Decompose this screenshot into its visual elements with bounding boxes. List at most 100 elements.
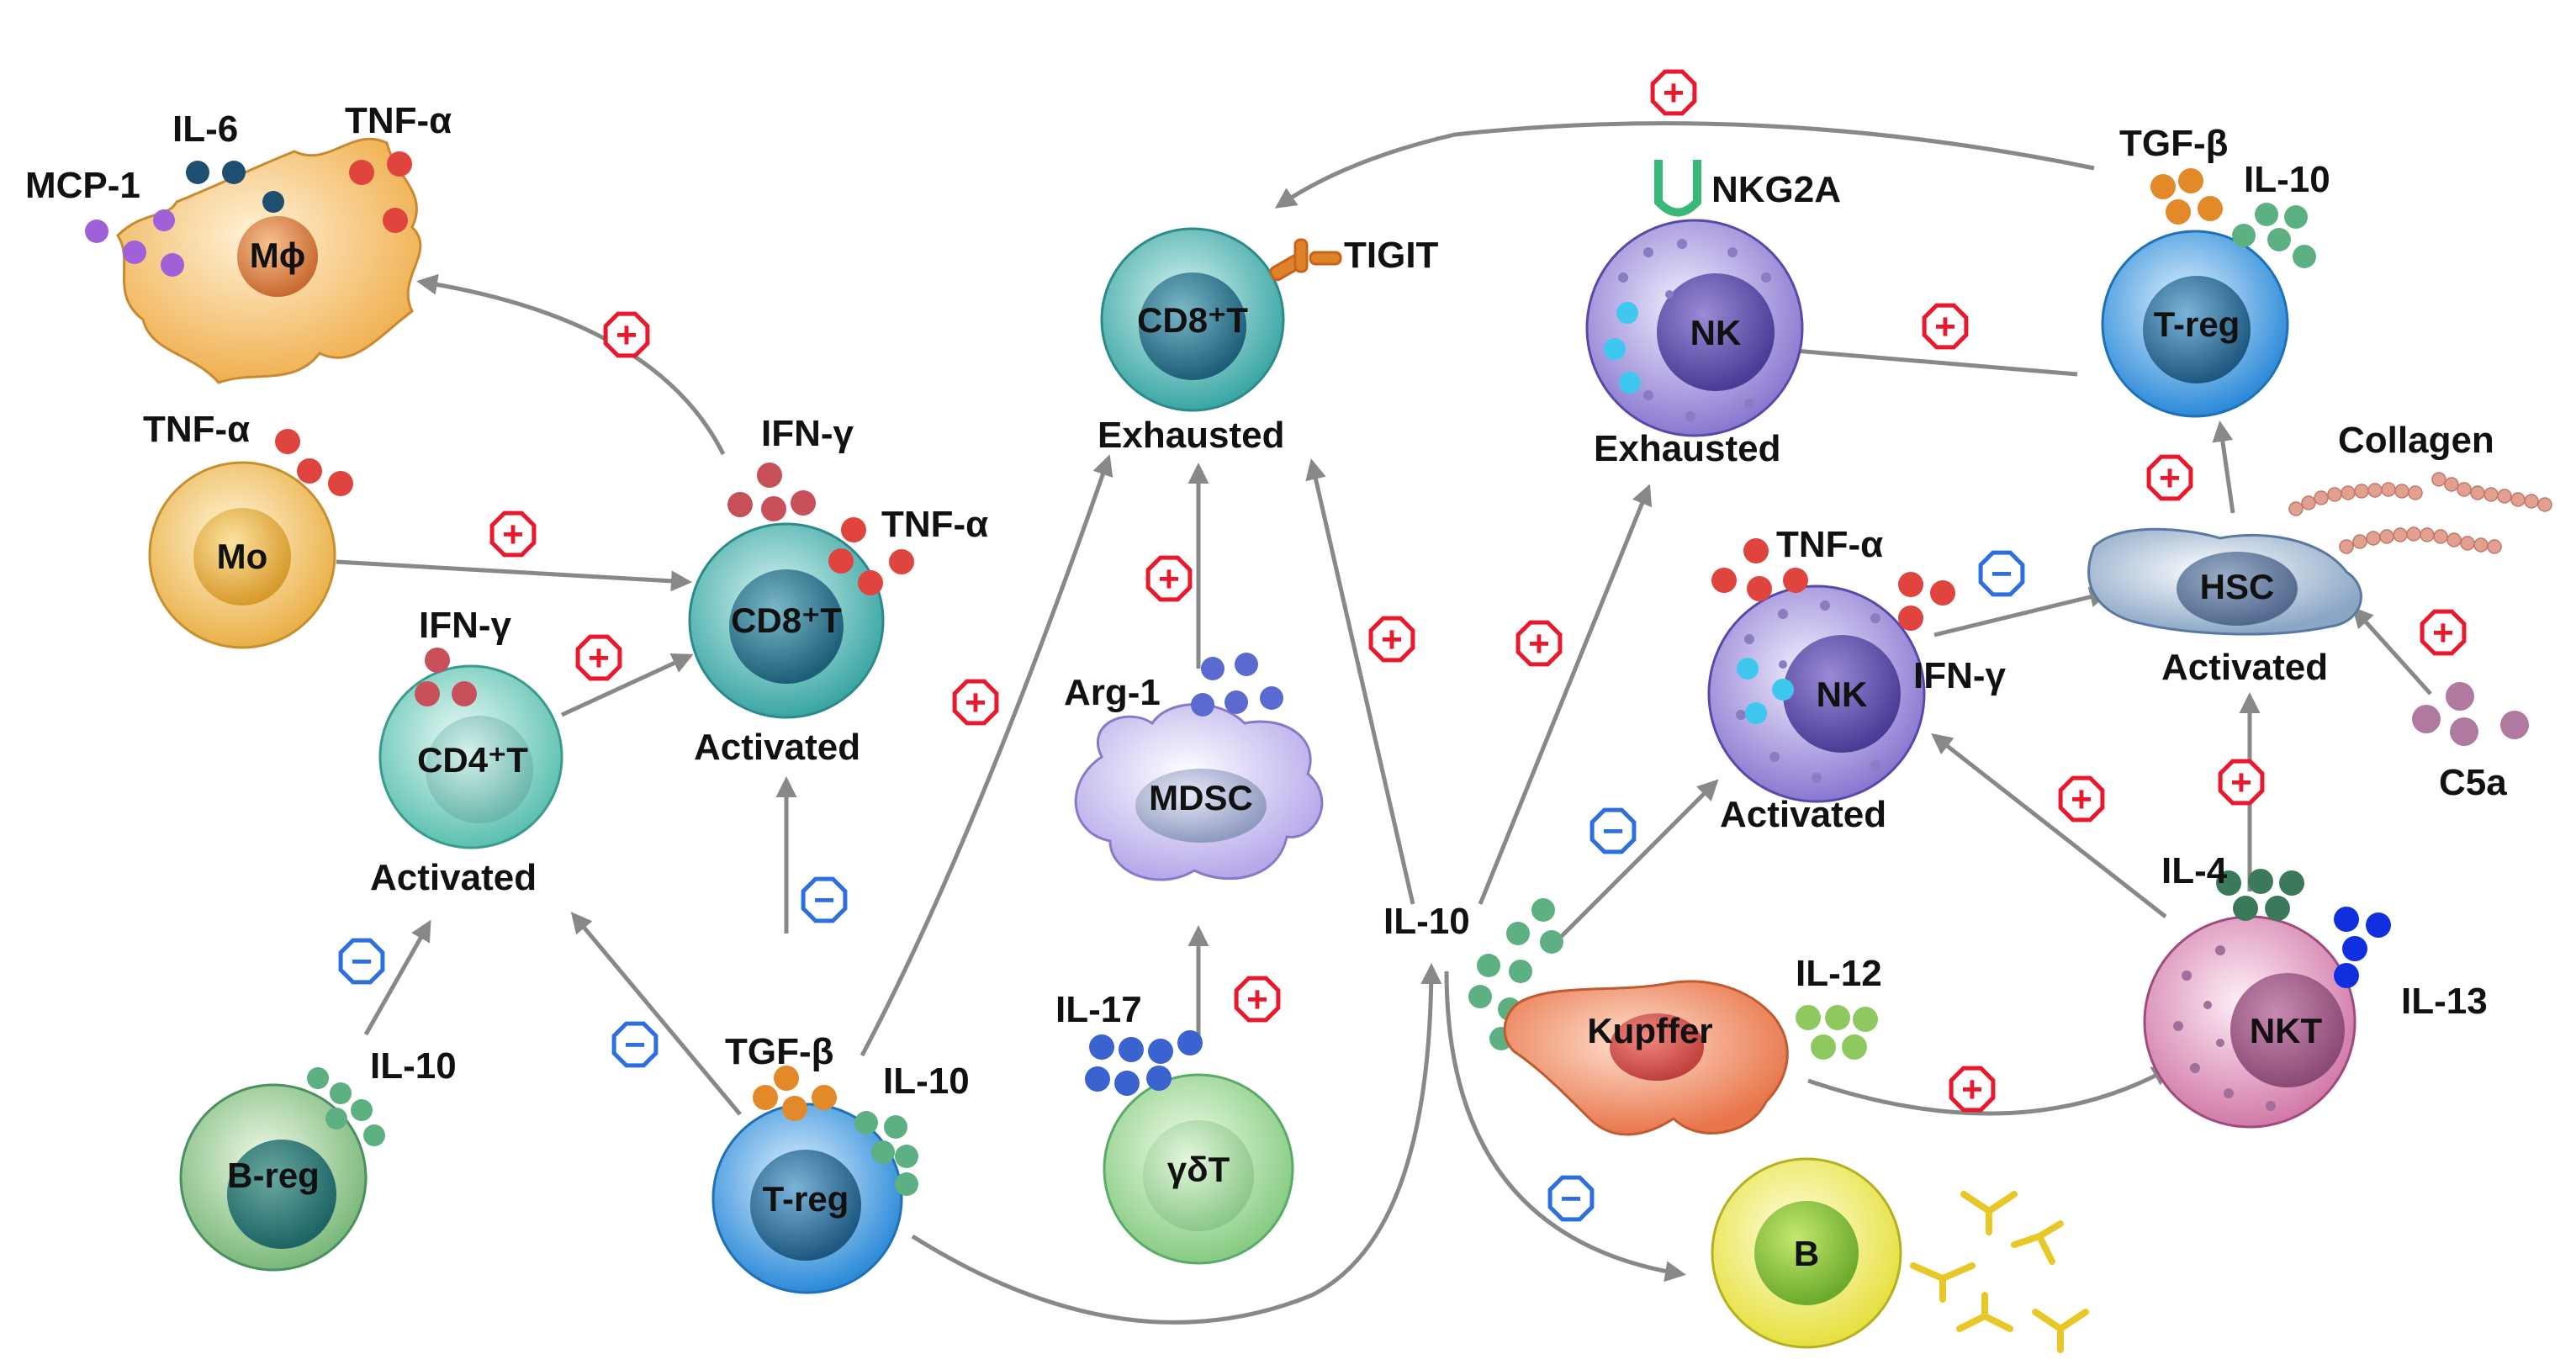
- plus-sign: +: [1145, 555, 1193, 602]
- antibody-icons: [1910, 1191, 2089, 1353]
- plus-sign-glyph: +: [2230, 762, 2252, 803]
- plus-sign: +: [603, 311, 650, 358]
- ifng-cd8-dots: [727, 463, 816, 521]
- il10-breg-label: IL-10: [370, 1045, 457, 1087]
- plus-sign-glyph: +: [1663, 72, 1685, 114]
- arrow-il10-to-nk-activated: [1554, 779, 1719, 944]
- plus-sign: +: [1949, 1066, 1996, 1113]
- cd8-exhausted-cell: CD8⁺T: [1100, 227, 1285, 412]
- plus-sign-glyph: +: [1381, 619, 1403, 660]
- arrow-nk-to-hsc: [1933, 586, 2111, 637]
- plus-sign-glyph: +: [2071, 779, 2092, 820]
- collagen-label: Collagen: [2338, 420, 2494, 461]
- plus-sign: +: [1515, 620, 1563, 667]
- plus-sign: +: [2218, 759, 2265, 806]
- minus-sign-glyph: −: [813, 880, 835, 921]
- tnf-cd8-dots: [828, 517, 914, 595]
- nkt-label: NKT: [2250, 1011, 2323, 1050]
- minus-sign-glyph: −: [351, 941, 373, 982]
- nk-exhausted-label: NK: [1690, 313, 1742, 352]
- tgfb-treg-bottom-label: TGF-β: [725, 1031, 834, 1072]
- treg-top-label: T-reg: [2154, 304, 2240, 344]
- minus-sign: −: [1590, 807, 1637, 854]
- arrow-hsc-to-treg: [2212, 421, 2235, 514]
- arrow-il10-to-exhausted-cd8: [1305, 458, 1415, 905]
- plus-sign: +: [1650, 69, 1697, 116]
- plus-sign: +: [2058, 775, 2105, 823]
- plus-sign-glyph: +: [2159, 458, 2181, 499]
- macrophage-nucleus: [237, 216, 318, 297]
- plus-sign-glyph: +: [1246, 979, 1268, 1020]
- arrow-breg-to-cd4: [363, 919, 431, 1036]
- monocyte-label: Mo: [217, 537, 268, 576]
- arrow-treg-to-exhausted-cd8: [860, 454, 1113, 1057]
- mcp1-dots: [85, 209, 184, 277]
- arrow-kupffer-to-nkt: [1807, 1066, 2174, 1116]
- tnf-monocyte-dots: [275, 429, 353, 496]
- arrow-il10-to-nk-exhausted: [1478, 484, 1653, 905]
- tnfa-monocyte-label: TNF-α: [143, 409, 250, 450]
- arrow-treg-top-to-cd8-exhausted: [1274, 121, 2095, 209]
- il6-label: IL-6: [172, 108, 238, 150]
- kupffer-label: Kupffer: [1587, 1011, 1712, 1050]
- il12-dots: [1796, 1005, 1878, 1060]
- arrow-nkt-to-nk: [1931, 733, 2167, 918]
- plus-sign: +: [2420, 609, 2467, 656]
- plus-sign-glyph: +: [1528, 623, 1550, 664]
- collagen-fibers: [2288, 472, 2552, 554]
- minus-sign: −: [611, 1021, 659, 1068]
- cd8-activated-label: CD8⁺T: [731, 600, 842, 640]
- plus-sign: +: [1368, 616, 1415, 663]
- c5a-dots: [2412, 682, 2529, 746]
- kupffer-cell: Kupffer: [1503, 980, 1789, 1136]
- cd8-activated-state: Activated: [694, 727, 860, 768]
- macrophage-label: Mϕ: [250, 235, 305, 275]
- il10-center-label: IL-10: [1383, 901, 1470, 942]
- tnfa-macrophage-label: TNF-α: [345, 100, 452, 141]
- nkg2a-icon: [1654, 160, 1701, 217]
- nk-exhausted-cell: NK: [1585, 219, 1804, 437]
- arg1-dots: [1191, 653, 1283, 717]
- minus-sign-glyph: −: [1991, 553, 2013, 595]
- breg-cell: B-reg: [179, 1083, 368, 1272]
- minus-sign: −: [1978, 550, 2025, 597]
- nk-activated-label: NK: [1817, 674, 1868, 714]
- plus-sign-glyph: +: [502, 514, 524, 555]
- minus-sign: −: [338, 938, 385, 985]
- tgfb-treg-top-label: TGF-β: [2119, 123, 2229, 164]
- plus-sign: +: [2146, 454, 2193, 501]
- il4-label: IL-4: [2161, 850, 2228, 891]
- tigit-label: TIGIT: [1344, 235, 1439, 276]
- arrow-treg-to-cd4: [570, 912, 742, 1116]
- nk-activated-state: Activated: [1720, 794, 1886, 835]
- tgfb-treg-top-dots: [2150, 168, 2223, 225]
- plus-sign-glyph: +: [616, 315, 637, 356]
- arrow-cd8-to-macrophage: [416, 273, 726, 456]
- sign-badges: +++−−−++++++++−+++−+−: [338, 69, 2467, 1222]
- mdsc-cell: MDSC: [1074, 703, 1324, 881]
- mdsc-label: MDSC: [1149, 778, 1253, 817]
- plus-sign-glyph: +: [1934, 306, 1956, 347]
- hsc-label: HSC: [2200, 567, 2275, 606]
- plus-sign: +: [489, 510, 537, 558]
- il4-dots: [2216, 869, 2304, 921]
- tnf-nk-dots: [1711, 538, 1955, 631]
- il10-breg-dots: [307, 1067, 385, 1146]
- plus-sign: +: [575, 634, 622, 681]
- arg1-label: Arg-1: [1064, 672, 1161, 713]
- plus-sign-glyph: +: [588, 637, 610, 679]
- plus-sign-glyph: +: [2432, 612, 2454, 653]
- ifng-cd8-label: IFN-γ: [761, 413, 854, 454]
- tigit-icon: [1269, 238, 1342, 282]
- arrow-treg-top-to-nk-exhausted: [1770, 340, 2078, 377]
- il13-label: IL-13: [2401, 981, 2488, 1022]
- c5a-label: C5a: [2439, 762, 2507, 803]
- macrophage: Mϕ: [116, 137, 422, 384]
- il13-dots: [2334, 907, 2391, 988]
- plus-sign: +: [1234, 976, 1281, 1023]
- plus-sign: +: [1922, 303, 1969, 350]
- il6-dots: [186, 161, 284, 213]
- il17-label: IL-17: [1055, 989, 1142, 1030]
- nkg2a-label: NKG2A: [1711, 169, 1841, 210]
